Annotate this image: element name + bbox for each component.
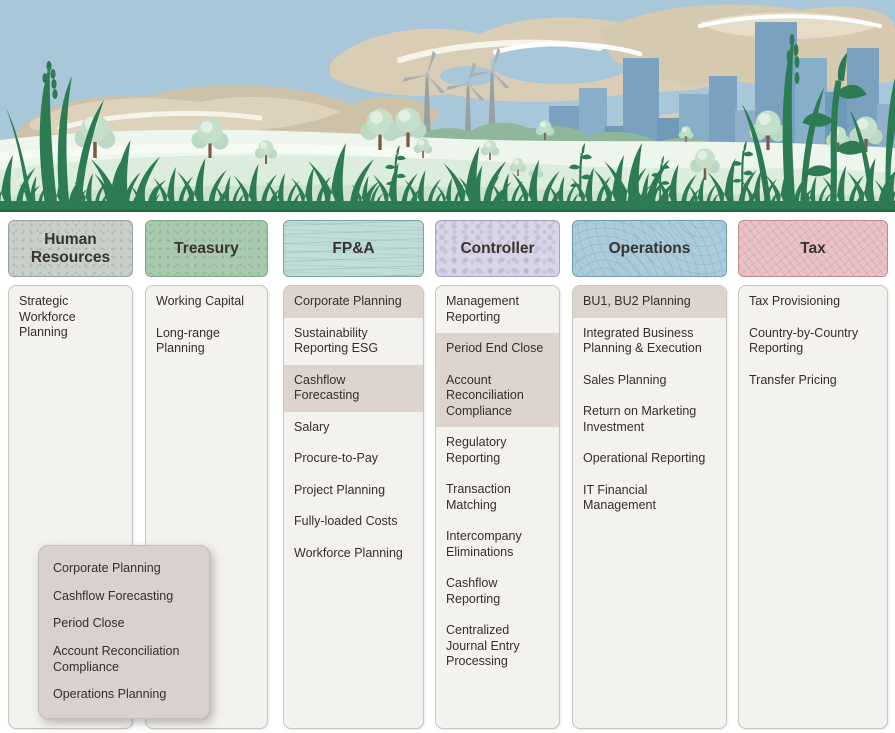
column-title: Controller bbox=[460, 239, 535, 257]
highlight-group: BU1, BU2 Planning bbox=[573, 286, 726, 318]
list-item: Period End Close bbox=[446, 341, 544, 355]
list-item: Transaction Matching bbox=[446, 482, 511, 512]
list-item: Sales Planning bbox=[583, 372, 667, 387]
list-item: Working Capital bbox=[156, 294, 245, 308]
list-item: Management Reporting bbox=[446, 294, 519, 324]
column-header-fpa: FP&A bbox=[283, 220, 424, 277]
list-item: Corporate Planning bbox=[294, 294, 402, 308]
column-header-treasury: Treasury bbox=[145, 220, 268, 277]
list-item: Integrated Business Planning & Execution bbox=[583, 325, 702, 356]
column-header-human-resources: Human Resources bbox=[8, 220, 133, 277]
list-item: Regulatory Reporting bbox=[446, 435, 507, 465]
highlight-group: Corporate Planning bbox=[284, 286, 423, 318]
column-header-controller: Controller bbox=[435, 220, 560, 277]
column-header-tax: Tax bbox=[738, 220, 888, 277]
list-item: Salary bbox=[294, 419, 330, 434]
landscape-illustration bbox=[0, 0, 895, 212]
list-item: Fully-loaded Costs bbox=[294, 514, 398, 528]
list-item: Procure-to-Pay bbox=[294, 451, 379, 465]
column-title: Treasury bbox=[174, 239, 239, 257]
list-item: Long-range Planning bbox=[156, 325, 220, 356]
grass-foreground bbox=[0, 34, 895, 212]
overlay-list-item: Operations Planning bbox=[53, 687, 167, 702]
column-header-operations: Operations bbox=[572, 220, 727, 277]
list-item: Tax Provisioning bbox=[749, 294, 841, 308]
overlay-list-item: Account Reconciliation Compliance bbox=[53, 643, 180, 674]
list-item: Intercompany Eliminations bbox=[446, 529, 522, 559]
list-item: Project Planning bbox=[294, 482, 386, 497]
highlight-group: Cashflow Forecasting bbox=[284, 364, 423, 412]
list-item: Operational Reporting bbox=[583, 451, 706, 465]
list-item: BU1, BU2 Planning bbox=[583, 294, 691, 308]
list-item: Country-by-Country Reporting bbox=[749, 325, 859, 356]
column-title: Human Resources bbox=[30, 231, 111, 266]
list-item: Centralized Journal Entry Processing bbox=[446, 623, 520, 668]
overlay-list-item: Period Close bbox=[53, 616, 125, 631]
list-item: Strategic Workforce Planning bbox=[19, 294, 76, 339]
list-item: Workforce Planning bbox=[294, 545, 403, 560]
list-item: Account Reconciliation Compliance bbox=[446, 372, 524, 418]
column-title: FP&A bbox=[332, 239, 375, 257]
list-item: Return on Marketing Investment bbox=[583, 404, 697, 434]
overlay-list-item: Corporate Planning bbox=[53, 561, 161, 575]
column-title: Operations bbox=[608, 239, 691, 257]
list-item: Cashflow Reporting bbox=[446, 576, 501, 606]
list-item: Sustainability Reporting ESG bbox=[294, 325, 379, 356]
list-item: Cashflow Forecasting bbox=[294, 372, 360, 403]
column-title: Tax bbox=[800, 239, 826, 257]
overlay-list-item: Cashflow Forecasting bbox=[53, 588, 174, 603]
list-item: Transfer Pricing bbox=[749, 372, 837, 387]
list-item: IT Financial Management bbox=[583, 482, 656, 513]
